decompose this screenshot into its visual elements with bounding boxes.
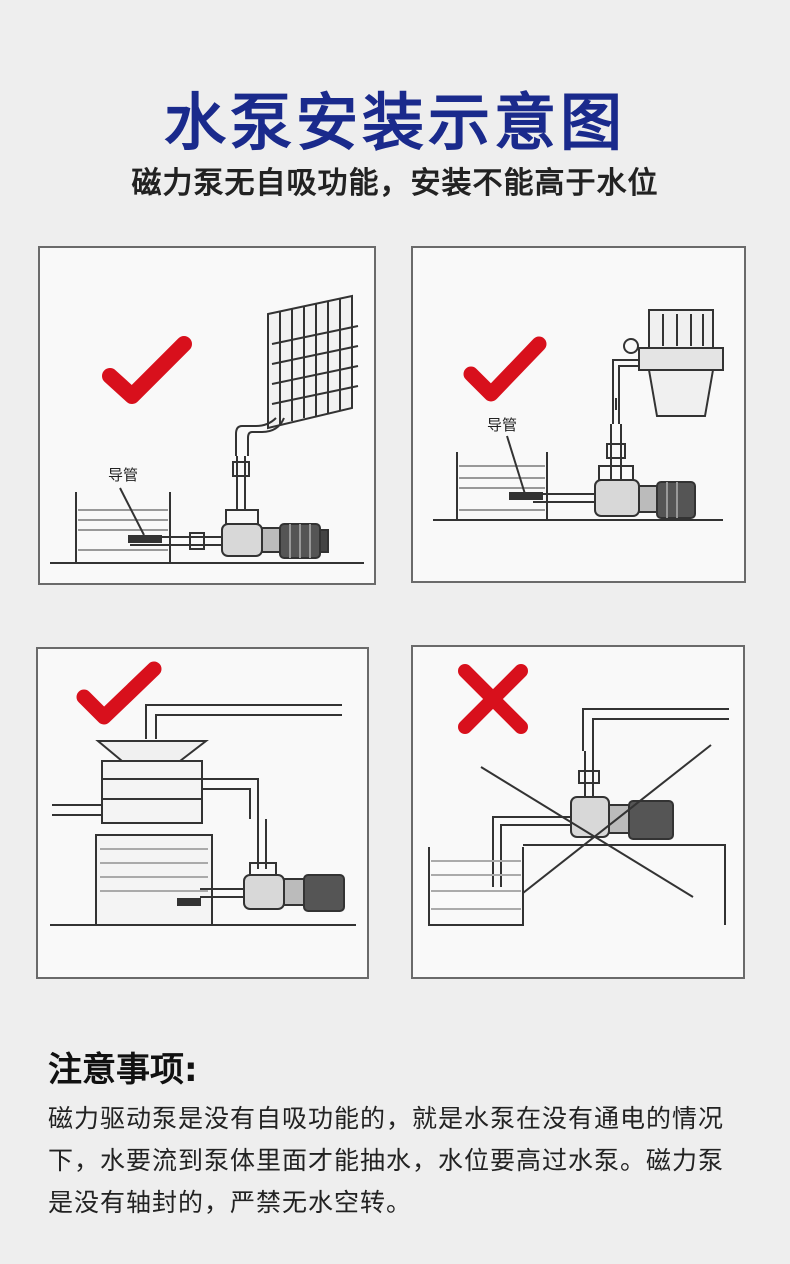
diagram-panel-incorrect (411, 645, 745, 979)
page-subtitle: 磁力泵无自吸功能，安装不能高于水位 (131, 166, 659, 201)
diagram-panel-tower (36, 647, 369, 979)
incorrect-installation-drawing (428, 664, 729, 926)
inlet-pipe (509, 492, 543, 500)
check-mark-icon (102, 336, 192, 404)
inlet-pipe-label: 导管 (108, 466, 138, 484)
diagram-panel-filter: 导管 (411, 246, 746, 583)
filter-installation-drawing: 导管 (433, 309, 724, 521)
tower-installation-drawing (50, 661, 356, 926)
check-mark-icon (463, 336, 547, 402)
inlet-pipe (128, 535, 162, 543)
cross-mark-icon (458, 664, 528, 734)
notes-body: 磁力驱动泵是没有自吸功能的，就是水泵在没有通电的情况下，水要流到泵体里面才能抽水… (48, 1104, 725, 1217)
inlet-pipe-label: 导管 (487, 416, 517, 434)
diagram-panel-radiator: 导管 (38, 246, 376, 585)
radiator-installation-drawing: 导管 (50, 294, 364, 564)
check-mark-icon (76, 661, 162, 725)
notes-title: 注意事项: (48, 1050, 198, 1090)
page-title: 水泵安装示意图 (163, 86, 626, 159)
